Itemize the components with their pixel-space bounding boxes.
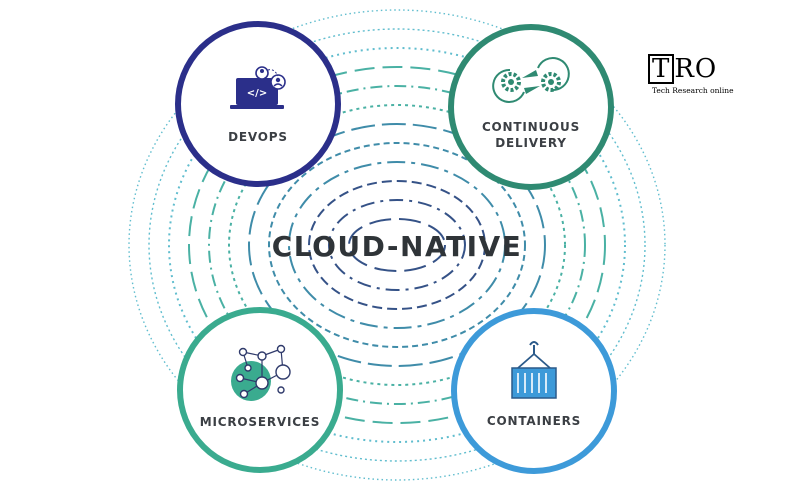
tro-logo-boxed-letter: T [648, 54, 675, 84]
ring-11 [148, 28, 646, 462]
gears-cycle-icon [492, 57, 570, 103]
tro-logo-letters: RO [674, 54, 718, 84]
network-nodes-icon [231, 344, 291, 401]
node-microservices: MICROSERVICES [177, 307, 343, 473]
shipping-container-icon [511, 341, 557, 399]
laptop-code-icon: </> [230, 66, 286, 109]
ring-7 [228, 104, 566, 386]
node-containers: CONTAINERS [451, 308, 617, 474]
node-continuous-delivery: CONTINUOUS DELIVERY [448, 24, 614, 190]
ring-2 [328, 199, 466, 291]
ring-4 [288, 161, 506, 329]
ring-3 [308, 180, 486, 310]
ring-5 [268, 142, 526, 348]
ring-9 [188, 66, 606, 424]
ring-6 [248, 123, 546, 367]
node-delivery-label-2: DELIVERY [495, 136, 566, 150]
node-delivery-label-1: CONTINUOUS [482, 120, 580, 134]
svg-text:</>: </> [247, 88, 267, 99]
node-devops: </> DEVOPS [175, 21, 341, 187]
tro-logo-subtitle: Tech Research online [652, 86, 734, 95]
concentric-rings [128, 9, 666, 481]
ring-8 [208, 85, 586, 405]
node-delivery-circle [448, 24, 614, 190]
node-containers-label: CONTAINERS [487, 414, 581, 428]
ring-12 [128, 9, 666, 481]
node-microservices-label: MICROSERVICES [200, 415, 321, 429]
node-devops-label: DEVOPS [228, 130, 288, 144]
center-title: CLOUD-NATIVE [272, 230, 523, 263]
ring-10 [168, 47, 626, 443]
ring-1 [348, 218, 446, 272]
